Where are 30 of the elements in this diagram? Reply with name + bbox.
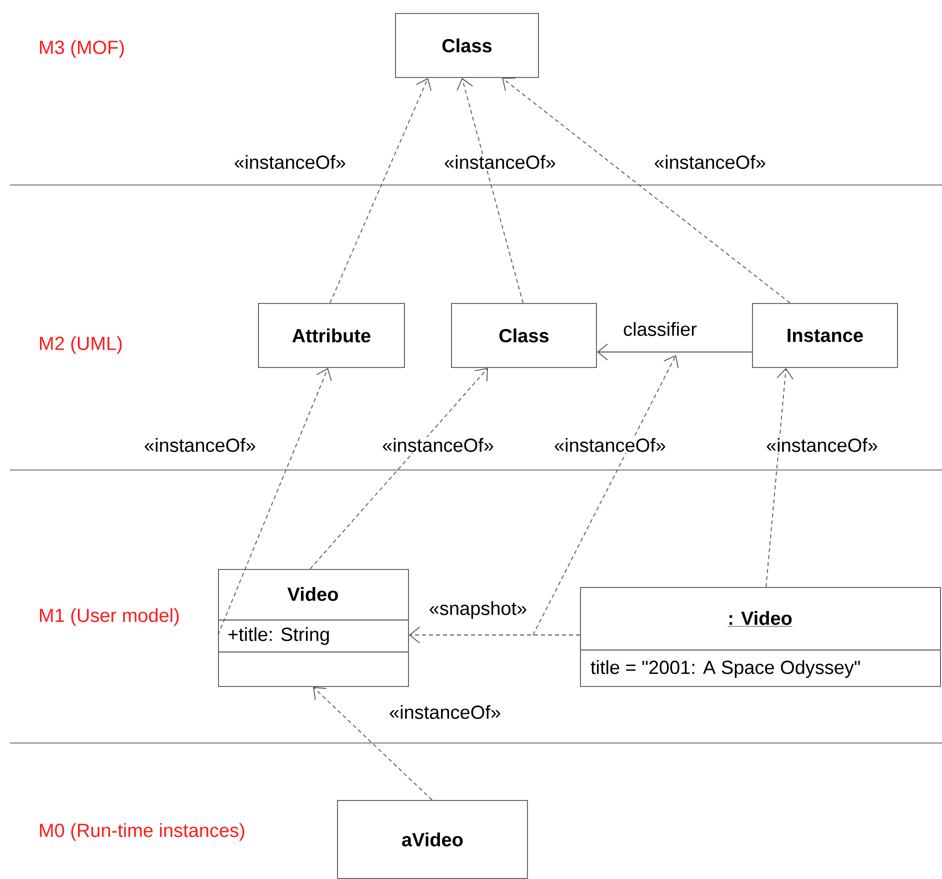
object-box: aVideo (337, 800, 528, 879)
arrow (502, 78, 790, 304)
level-label: M3 (MOF) (40, 40, 124, 58)
level-label: M1 (User model) (40, 608, 179, 626)
arrow (218, 368, 332, 636)
level-label: M0 (Run-time instances) (40, 823, 244, 841)
edge-label: «instanceOf» (143, 437, 257, 453)
edge-label: «instanceOf» (233, 154, 347, 170)
class-box: Attribute (258, 303, 405, 368)
arrow (330, 78, 432, 304)
edge-label: classifier (622, 321, 698, 337)
object-box: : Video title = "2001: A Space Odyssey" (580, 587, 941, 687)
arrow (313, 686, 432, 800)
arrow (596, 344, 752, 360)
arrow (456, 78, 524, 304)
arrow (766, 368, 794, 588)
arrow (408, 626, 580, 644)
class-box: Video +title: String (218, 569, 409, 687)
edge-label: «instanceOf» (765, 437, 879, 453)
class-box: Instance (752, 303, 898, 368)
class-box: Class (395, 13, 539, 78)
edge-label: «snapshot» (428, 600, 528, 620)
edge-label: «instanceOf» (443, 154, 557, 170)
edge-label: «instanceOf» (653, 154, 767, 170)
level-label: M2 (UML) (40, 336, 122, 354)
arrow (310, 368, 488, 570)
edge-label: «instanceOf» (388, 704, 502, 720)
edge-label: «instanceOf» (381, 437, 495, 453)
arrow-label: «instanceOf» (553, 437, 667, 453)
class-box: Class (451, 303, 597, 368)
